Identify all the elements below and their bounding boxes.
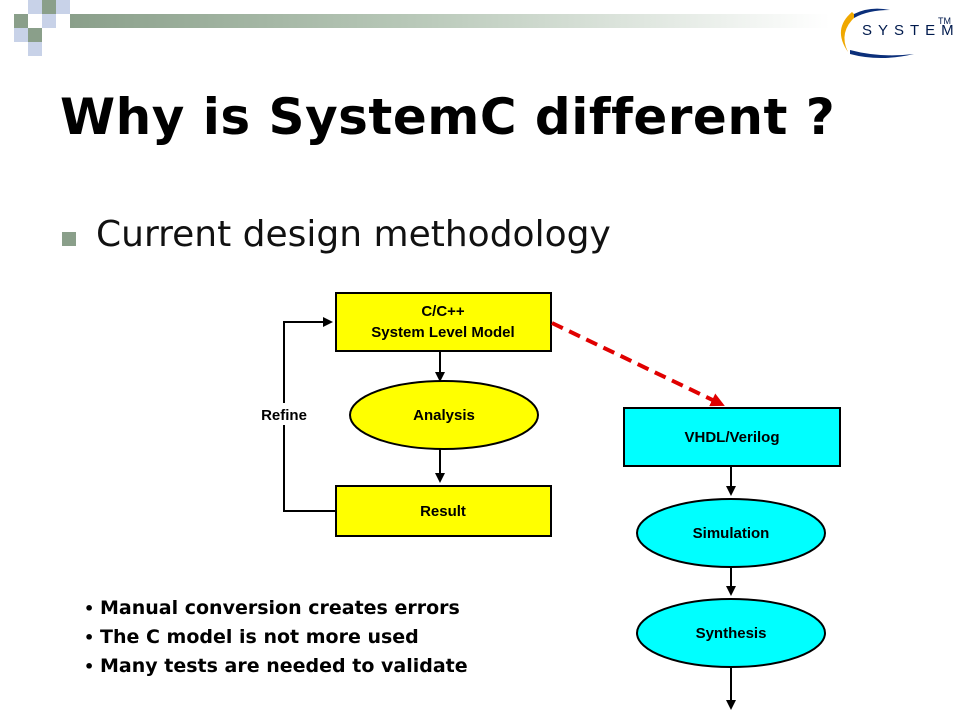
refine-label-bg — [244, 403, 324, 425]
model-line2: System Level Model — [371, 324, 514, 341]
bullet-dot-icon: • — [84, 657, 95, 676]
simulation-label: Simulation — [693, 525, 770, 542]
deco-square — [14, 14, 28, 28]
deco-square — [14, 28, 28, 42]
deco-square — [42, 0, 56, 14]
refine-label: Refine — [261, 407, 307, 424]
systemc-logo: SYSTEMC TM — [830, 4, 960, 64]
manual-conversion-arrow — [551, 321, 725, 407]
result-label: Result — [420, 503, 466, 520]
deco-square — [28, 42, 42, 56]
synthesis-label: Synthesis — [696, 625, 767, 642]
note-text: The C model is not more used — [100, 626, 419, 648]
analysis-ellipse — [349, 380, 539, 450]
page-title: Why is SystemC different ? — [60, 88, 836, 146]
list-item: • The C model is not more used — [84, 623, 468, 652]
logo-text: SYSTEMC — [862, 22, 960, 39]
deco-square — [56, 0, 70, 14]
note-text: Many tests are needed to validate — [100, 655, 468, 677]
header-decoration — [0, 0, 960, 60]
system-level-model-box — [335, 292, 552, 352]
model-line1: C/C++ — [421, 303, 465, 320]
notes-list: • Manual conversion creates errors • The C… — [84, 594, 468, 681]
logo-swoosh-icon — [840, 8, 914, 58]
deco-square — [42, 14, 56, 28]
deco-gradient-bar — [70, 14, 830, 28]
deco-square — [28, 28, 42, 42]
vhdl-label: VHDL/Verilog — [684, 429, 779, 446]
list-item: • Many tests are needed to validate — [84, 652, 468, 681]
bullet-dot-icon: • — [84, 628, 95, 647]
logo-tm: TM — [938, 16, 951, 26]
note-text: Manual conversion creates errors — [100, 597, 460, 619]
bullet-text: Current design methodology — [96, 214, 611, 255]
deco-square — [28, 0, 42, 14]
analysis-label: Analysis — [413, 407, 475, 424]
bullet-square-icon — [62, 232, 76, 246]
result-box — [335, 485, 552, 537]
list-item: • Manual conversion creates errors — [84, 594, 468, 623]
vhdl-verilog-box — [623, 407, 841, 467]
bullet-dot-icon: • — [84, 599, 95, 618]
